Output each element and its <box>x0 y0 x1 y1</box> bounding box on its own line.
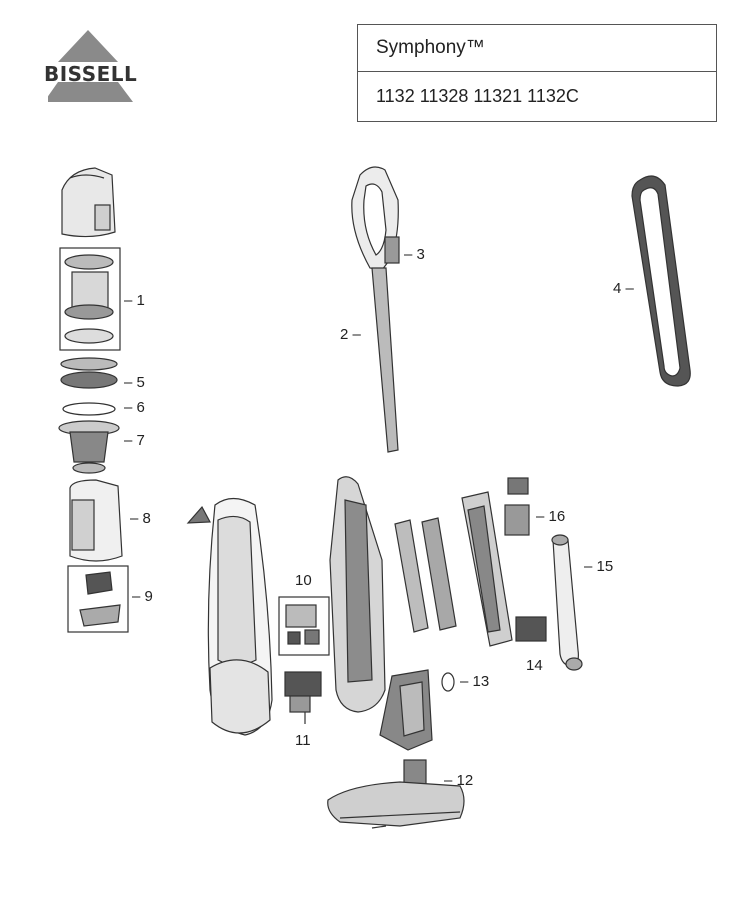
foam-ring-part <box>62 402 116 416</box>
o-ring-part <box>441 672 455 692</box>
logo-text: BISSELL <box>44 62 138 86</box>
callout-15: – 15 <box>584 558 614 575</box>
pre-motor-filter-part <box>60 357 118 389</box>
circuit-board-part <box>285 604 320 645</box>
callout-11: 11 <box>295 732 311 749</box>
callout-7: – 7 <box>124 432 145 449</box>
product-name: Symphony™ <box>358 25 716 72</box>
callout-10: 10 <box>295 572 312 589</box>
left-body-shell-part <box>207 497 273 736</box>
cap-clip-part <box>186 505 211 524</box>
swivel-neck-part <box>379 669 433 751</box>
callout-12: – 12 <box>444 772 474 789</box>
water-tank-right-part <box>421 517 457 631</box>
rear-body-part <box>461 491 513 647</box>
part-9-box <box>67 565 129 633</box>
callout-2: 2 – <box>340 326 361 343</box>
callout-6: – 6 <box>124 399 145 416</box>
latch-part <box>504 477 530 536</box>
part-1-box <box>59 247 121 351</box>
cup-latch-part <box>79 571 121 627</box>
callout-1: – 1 <box>124 292 145 309</box>
valve-part <box>515 616 547 642</box>
part-10-box <box>278 596 330 656</box>
callout-13: – 13 <box>460 673 490 690</box>
water-tank-left-part <box>394 519 429 633</box>
dirt-cup-part <box>69 479 123 562</box>
callout-8: – 8 <box>130 510 151 527</box>
title-box: Symphony™ 1132 11328 11321 1132C <box>357 24 717 122</box>
logo-triangle-icon <box>48 30 133 102</box>
callout-4: 4 – <box>613 280 634 297</box>
mop-foot-part <box>327 759 465 829</box>
callout-14: 14 <box>526 657 543 674</box>
callout-3: – 3 <box>404 246 425 263</box>
callout-5: – 5 <box>124 374 145 391</box>
gasket-seal-part <box>631 175 691 387</box>
handle-part <box>351 166 400 453</box>
cyclone-separator-part <box>58 420 120 474</box>
dust-cup-lid-part <box>61 167 116 238</box>
callout-16: – 16 <box>536 508 566 525</box>
center-body-part <box>329 476 386 713</box>
callout-9: – 9 <box>132 588 153 605</box>
steam-hose-part <box>551 534 583 671</box>
model-numbers: 1132 11328 11321 1132C <box>376 86 579 106</box>
pump-part <box>284 671 322 724</box>
filter-assembly-part <box>64 254 114 344</box>
